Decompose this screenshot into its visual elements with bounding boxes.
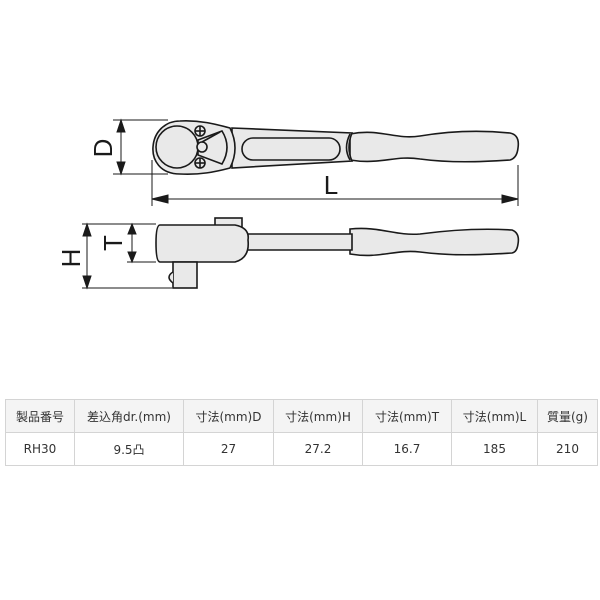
label-h: H xyxy=(56,249,86,268)
cell-dimension-l: 185 xyxy=(451,432,538,466)
label-l: L xyxy=(324,170,338,200)
header-dimension-d: 寸法(mm)D xyxy=(183,399,274,433)
dimension-t xyxy=(127,222,156,264)
header-dimension-h: 寸法(mm)H xyxy=(273,399,363,433)
ratchet-handle-drawing: D L H T xyxy=(56,118,520,290)
label-t: T xyxy=(98,235,128,251)
cell-drive-size: 9.5凸 xyxy=(74,432,184,466)
ratchet-side-view xyxy=(155,217,520,289)
cell-weight: 210 xyxy=(537,432,598,466)
header-weight: 質量(g) xyxy=(537,399,598,433)
table-header-row: 製品番号 差込角dr.(mm) 寸法(mm)D 寸法(mm)H 寸法(mm)T … xyxy=(5,399,598,433)
header-drive-size: 差込角dr.(mm) xyxy=(74,399,184,433)
ratchet-top-view xyxy=(152,120,520,175)
header-dimension-t: 寸法(mm)T xyxy=(362,399,452,433)
cell-dimension-d: 27 xyxy=(183,432,274,466)
table-row: RH30 9.5凸 27 27.2 16.7 185 210 xyxy=(5,432,598,466)
spec-table: 製品番号 差込角dr.(mm) 寸法(mm)D 寸法(mm)H 寸法(mm)T … xyxy=(5,399,598,466)
dimension-l xyxy=(151,160,519,206)
header-dimension-l: 寸法(mm)L xyxy=(451,399,538,433)
cell-product-number: RH30 xyxy=(5,432,75,466)
header-product-number: 製品番号 xyxy=(5,399,75,433)
label-d: D xyxy=(88,139,118,158)
dimension-d xyxy=(113,118,168,176)
cell-dimension-h: 27.2 xyxy=(273,432,363,466)
dimension-h xyxy=(82,222,172,290)
cell-dimension-t: 16.7 xyxy=(362,432,452,466)
